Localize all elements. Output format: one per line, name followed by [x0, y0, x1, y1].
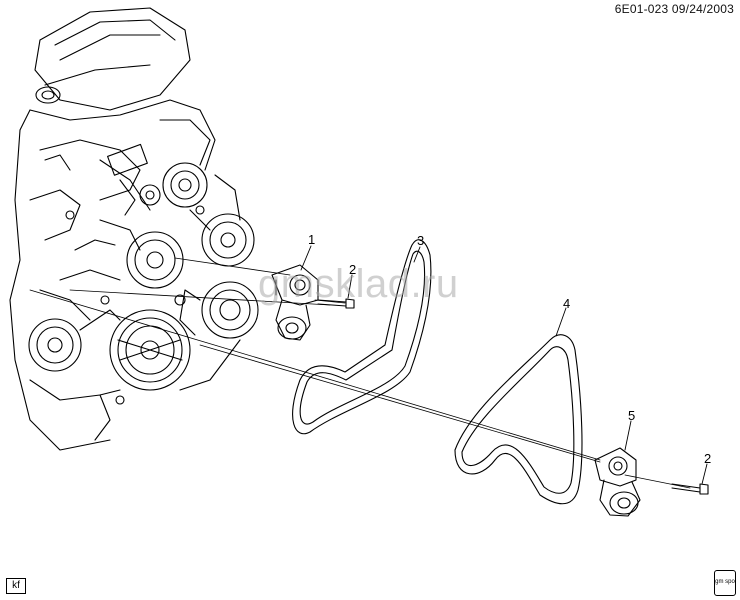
logo-text: gm spo [715, 579, 735, 585]
callout-2-lower: 2 [704, 451, 712, 466]
watermark: gmsklad.ru [258, 262, 459, 306]
belt-3 [292, 239, 432, 435]
bolt-2-upper [317, 298, 355, 309]
belt-4 [454, 334, 583, 505]
tensioner-5 [594, 447, 641, 517]
callout-4: 4 [563, 296, 571, 311]
callout-5: 5 [628, 408, 636, 423]
callout-leaders [300, 245, 708, 485]
bolt-2-lower [671, 483, 709, 495]
alignment-lines [29, 257, 691, 489]
callout-2-upper: 2 [349, 262, 357, 277]
kf-label-box: kf [6, 578, 26, 594]
callout-1: 1 [308, 232, 316, 247]
diagram-reference-code: 6E01-023 09/24/2003 [614, 2, 734, 16]
engine-assembly [9, 7, 259, 451]
callout-3: 3 [417, 233, 425, 248]
gmspo-logo-icon: gm spo [714, 570, 736, 596]
